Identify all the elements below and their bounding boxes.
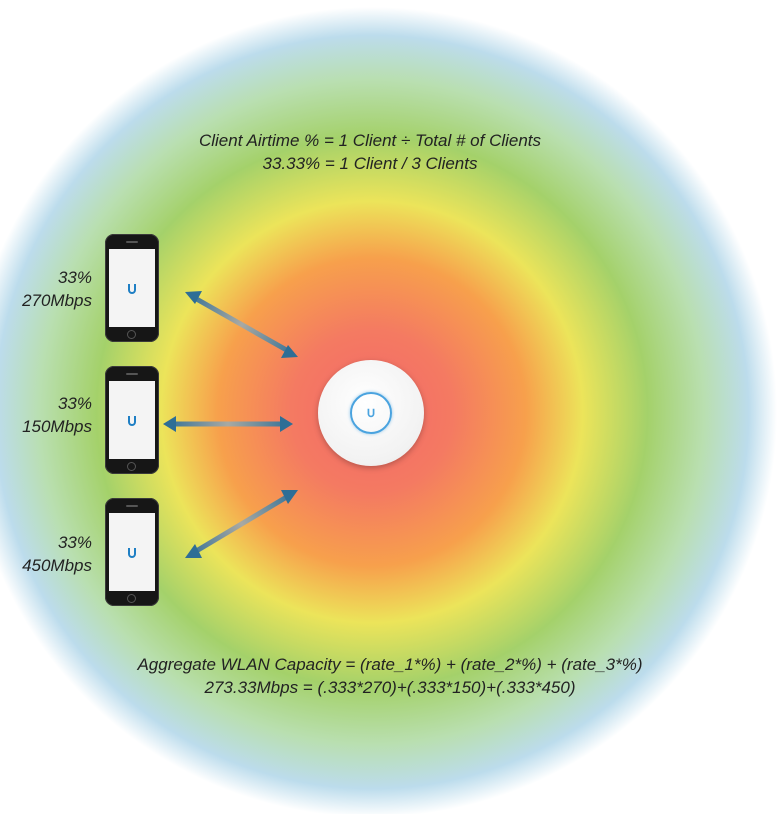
- client-2-arrow: [163, 416, 293, 432]
- client-2-phone-icon: [105, 366, 159, 474]
- capacity-formula: Aggregate WLAN Capacity = (rate_1*%) + (…: [137, 655, 643, 674]
- phone-screen: [109, 513, 155, 591]
- client-2-rate: 150Mbps: [22, 417, 92, 436]
- airtime-formula: Client Airtime % = 1 Client ÷ Total # of…: [198, 131, 542, 150]
- phone-home-button: [127, 462, 136, 471]
- phone-screen: [109, 249, 155, 327]
- ubiquiti-logo-icon: [367, 408, 375, 418]
- phone-speaker: [126, 505, 138, 507]
- client-1-label: 33% 270Mbps: [0, 266, 92, 312]
- phone-speaker: [126, 241, 138, 243]
- client-3-arrow: [185, 490, 298, 558]
- airtime-example: 33.33% = 1 Client / 3 Clients: [262, 154, 478, 173]
- client-2-airtime: 33%: [57, 394, 92, 413]
- client-1-rate: 270Mbps: [22, 291, 92, 310]
- ap-led-ring: [350, 392, 392, 434]
- ubiquiti-logo-icon: [128, 284, 136, 294]
- client-2-label: 33% 150Mbps: [0, 392, 92, 438]
- client-3-phone-icon: [105, 498, 159, 606]
- phone-home-button: [127, 330, 136, 339]
- client-3-label: 33% 450Mbps: [0, 531, 92, 577]
- client-1-arrow: [185, 291, 298, 358]
- phone-home-button: [127, 594, 136, 603]
- client-3-airtime: 33%: [57, 533, 92, 552]
- access-point-icon: [318, 360, 424, 466]
- ubiquiti-logo-icon: [128, 416, 136, 426]
- client-3-rate: 450Mbps: [22, 556, 92, 575]
- phone-screen: [109, 381, 155, 459]
- phone-speaker: [126, 373, 138, 375]
- capacity-example: 273.33Mbps = (.333*270)+(.333*150)+(.333…: [204, 678, 576, 697]
- ubiquiti-logo-icon: [128, 548, 136, 558]
- client-1-phone-icon: [105, 234, 159, 342]
- airtime-caption: Client Airtime % = 1 Client ÷ Total # of…: [120, 129, 620, 175]
- client-1-airtime: 33%: [57, 268, 92, 287]
- capacity-caption: Aggregate WLAN Capacity = (rate_1*%) + (…: [40, 653, 740, 699]
